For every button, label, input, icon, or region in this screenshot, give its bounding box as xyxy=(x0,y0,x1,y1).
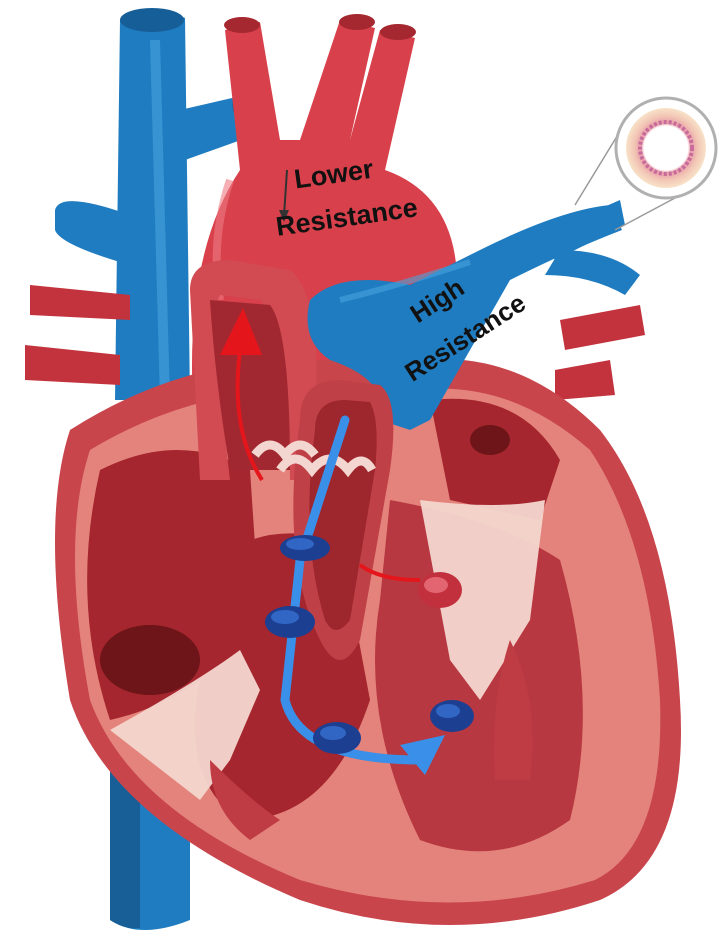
pulmonary-branch-lower xyxy=(545,250,640,295)
atrium-opening xyxy=(100,625,200,695)
artery-opening-3 xyxy=(380,24,416,40)
artery-opening-1 xyxy=(224,17,260,33)
pulmonary-vein-right-2 xyxy=(555,360,615,400)
vena-cava-opening xyxy=(120,8,184,32)
artery-opening-2 xyxy=(339,14,375,30)
vessel-lumen xyxy=(645,127,687,169)
pulmonary-vein-right-1 xyxy=(560,305,645,350)
pulmonary-branch xyxy=(540,200,625,260)
pulmonary-vein-left-1 xyxy=(30,285,130,320)
inset-leader-top xyxy=(575,128,622,205)
pulmonary-vein-left-2 xyxy=(25,345,120,385)
left-atrium-opening xyxy=(470,425,510,455)
